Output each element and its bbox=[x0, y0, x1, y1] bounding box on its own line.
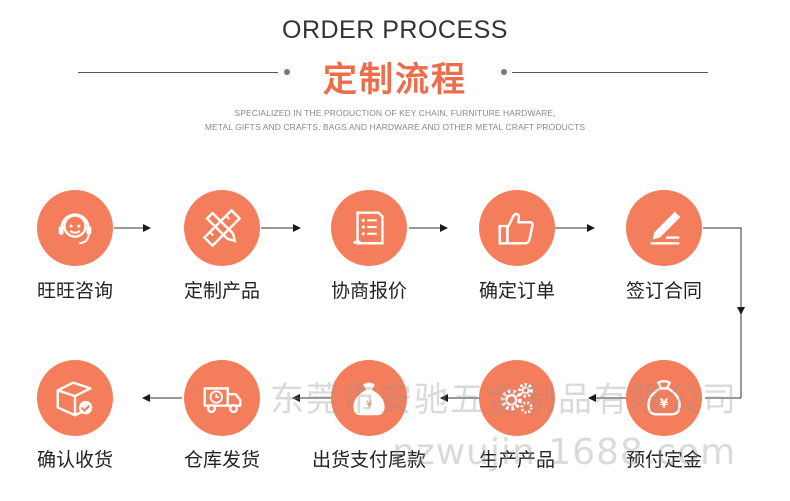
yen-bag-icon: ¥ bbox=[647, 380, 681, 416]
package-check-icon bbox=[56, 381, 93, 417]
gears-icon bbox=[500, 382, 534, 414]
document-list-icon bbox=[352, 211, 384, 245]
step-label: 定制产品 bbox=[183, 280, 260, 302]
delivery-truck-icon bbox=[203, 387, 242, 414]
thumbs-up-icon bbox=[498, 212, 534, 245]
watermark-url: nzwujin.1688.com bbox=[392, 432, 737, 473]
signature-pen-icon bbox=[650, 211, 681, 245]
step-label: 确认收货 bbox=[36, 449, 113, 471]
subtitle-line-1: SPECIALIZED IN THE PRODUCTION OF KEY CHA… bbox=[234, 108, 556, 118]
step-label: 确定订单 bbox=[478, 280, 555, 302]
svg-text:¥: ¥ bbox=[366, 400, 372, 411]
step-ship-circle bbox=[184, 360, 260, 436]
money-bag-icon: ¥ bbox=[353, 382, 385, 416]
step-confirm-order-circle bbox=[479, 190, 555, 266]
step-quote-circle bbox=[331, 190, 407, 266]
step-label: 生产产品 bbox=[478, 449, 555, 471]
header-divider-right bbox=[512, 72, 708, 73]
svg-text:¥: ¥ bbox=[660, 396, 669, 411]
step-deposit-circle: ¥ bbox=[626, 360, 702, 436]
watermark-company: 东莞市安驰五金制品有限公司 bbox=[270, 380, 738, 420]
step-customize-circle bbox=[184, 190, 260, 266]
step-label: 出货支付尾款 bbox=[311, 449, 426, 471]
step-label: 预付定金 bbox=[625, 449, 702, 471]
step-production-circle bbox=[479, 360, 555, 436]
step-label: 签订合同 bbox=[625, 280, 702, 302]
step-sign-contract-circle bbox=[626, 190, 702, 266]
step-final-payment-circle: ¥ bbox=[331, 360, 407, 436]
step-label: 协商报价 bbox=[330, 280, 407, 302]
title-english: ORDER PROCESS bbox=[282, 16, 508, 44]
title-chinese: 定制流程 bbox=[323, 60, 467, 100]
header-divider-left bbox=[78, 72, 278, 73]
step-consult-circle bbox=[37, 190, 113, 266]
header-divider-dot-left bbox=[284, 69, 290, 75]
step-label: 旺旺咨询 bbox=[36, 280, 113, 302]
step-receive-circle bbox=[37, 360, 113, 436]
subtitle-line-2: METAL GIFTS AND CRAFTS, BAGS AND HARDWAR… bbox=[204, 122, 586, 132]
header-divider-dot-right bbox=[501, 69, 507, 75]
step-label: 仓库发货 bbox=[183, 449, 260, 471]
headset-icon bbox=[58, 213, 92, 245]
pencil-ruler-icon bbox=[202, 208, 242, 248]
arrow-turn-down bbox=[703, 227, 745, 315]
